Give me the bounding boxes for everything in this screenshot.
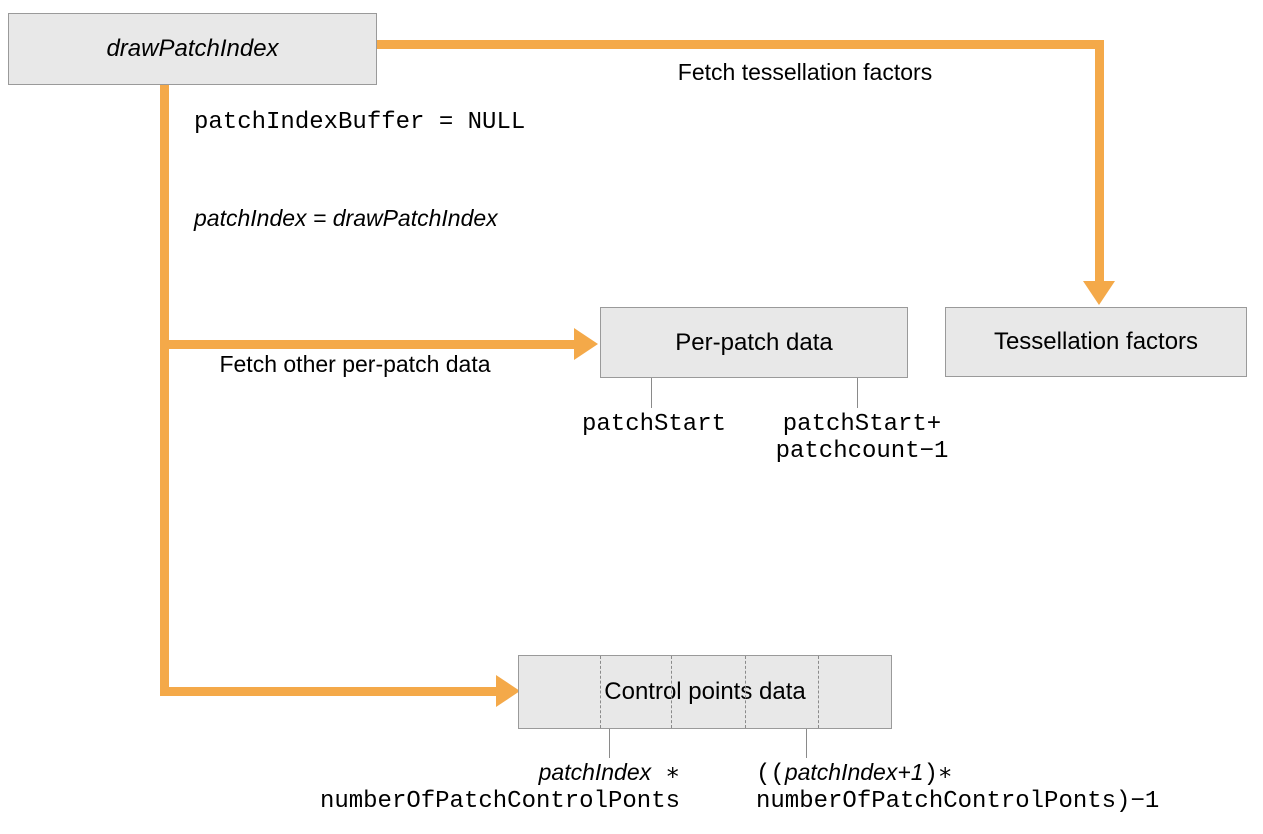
tick-control-points-end [806,729,807,758]
range-label-per-patch-end: patchStart+ patchcount−1 [775,411,949,466]
range-label-control-points-start-line1: patchIndex ∗ [180,759,680,789]
range-label-control-points-end-line1: ((patchIndex+1)∗ [756,759,1159,789]
tick-control-points-start [609,729,610,758]
range-label-control-points-start-var: patchIndex [538,759,652,785]
range-label-per-patch-end-line2: patchcount−1 [775,437,949,465]
range-label-control-points-end: ((patchIndex+1)∗ numberOfPatchControlPon… [756,759,1160,816]
range-label-control-points-end-var: patchIndex+1 [784,759,924,785]
edge-right-vertical [1095,40,1104,285]
range-label-control-points-end-line2: numberOfPatchControlPonts)−1 [756,787,1160,815]
range-label-control-points-start: patchIndex ∗ numberOfPatchControlPonts [180,759,680,816]
condition-patch-index-assign: patchIndex = drawPatchIndex [194,205,498,231]
node-control-points-data[interactable]: Control points data [518,655,892,729]
edge-top-horizontal [371,40,1104,49]
node-per-patch-data[interactable]: Per-patch data [600,307,908,378]
range-label-control-points-start-line2: numberOfPatchControlPonts [319,787,680,815]
cell-divider-4 [818,656,819,728]
tick-per-patch-end [857,378,858,408]
cell-divider-1 [600,656,601,728]
edge-low-horizontal [160,687,496,696]
range-label-per-patch-end-line1: patchStart+ [782,411,942,438]
range-label-control-points-end-post: )∗ [923,761,953,788]
arrow-right-control-points-data [496,675,520,707]
range-label-control-points-start-op: ∗ [651,761,680,788]
edge-label-fetch-other-per-patch-data: Fetch other per-patch data [219,351,491,377]
edge-mid-horizontal [160,340,574,349]
node-tessellation-factors-label: Tessellation factors [993,328,1199,355]
arrow-right-per-patch-data [574,328,598,360]
condition-patch-index-buffer: patchIndexBuffer = NULL [194,109,526,136]
node-control-points-data-label: Control points data [604,678,806,705]
edge-label-fetch-tessellation-factors: Fetch tessellation factors [677,59,933,85]
node-per-patch-data-label: Per-patch data [675,328,833,356]
node-draw-patch-index[interactable]: drawPatchIndex [8,13,377,85]
edge-left-vertical [160,82,169,696]
tick-per-patch-start [651,378,652,408]
range-label-control-points-end-pre: (( [756,761,785,788]
arrow-down-tessellation-factors [1083,281,1115,305]
node-draw-patch-index-label: drawPatchIndex [106,35,279,62]
range-label-per-patch-start: patchStart [581,411,727,438]
node-tessellation-factors[interactable]: Tessellation factors [945,307,1247,377]
